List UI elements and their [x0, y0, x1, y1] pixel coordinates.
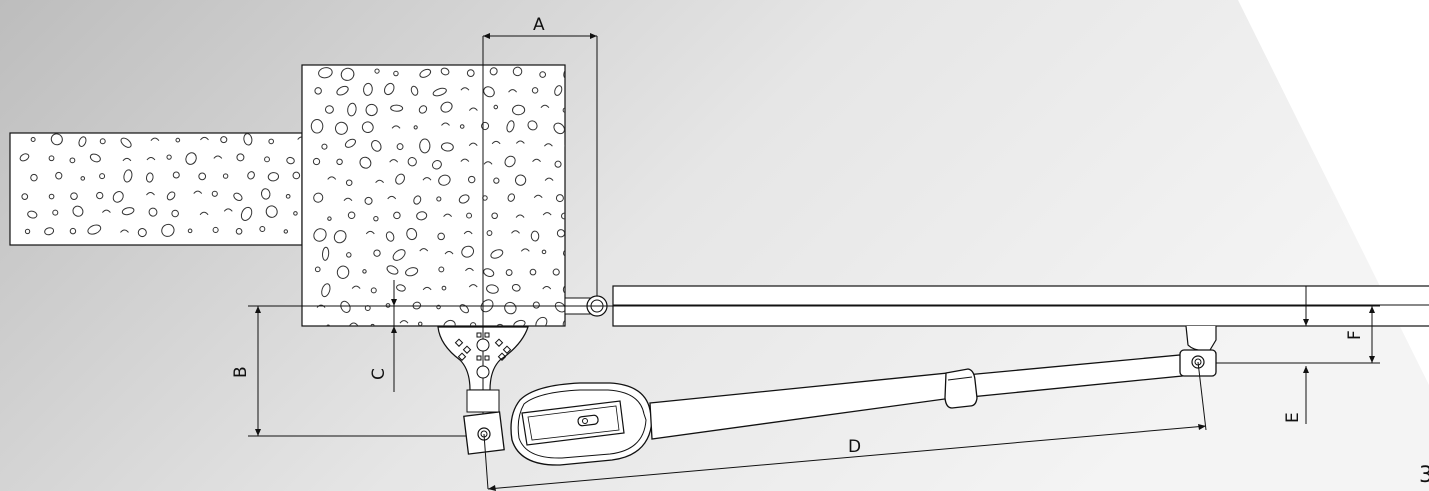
corner-number: 3 — [1419, 463, 1429, 488]
pillar-block — [301, 36, 566, 327]
white-corner-panel — [1238, 0, 1429, 491]
dimension-e: E — [1283, 286, 1309, 424]
label-c: C — [369, 368, 389, 380]
label-d: D — [848, 437, 861, 457]
operator-motor — [463, 382, 653, 466]
label-f: F — [1345, 330, 1365, 340]
dimension-b: B — [231, 306, 484, 437]
wall-block — [9, 132, 303, 246]
label-e: E — [1283, 412, 1303, 423]
dimension-c: C — [369, 280, 397, 392]
rear-bracket — [437, 326, 529, 430]
wall-stone-texture — [19, 133, 302, 238]
dimension-f: F — [1216, 306, 1429, 364]
pillar-stone-texture — [310, 66, 565, 326]
label-a: A — [533, 15, 545, 35]
label-b: B — [231, 366, 251, 378]
dimension-d: D — [483, 361, 1207, 491]
dimension-a: A — [483, 15, 598, 296]
